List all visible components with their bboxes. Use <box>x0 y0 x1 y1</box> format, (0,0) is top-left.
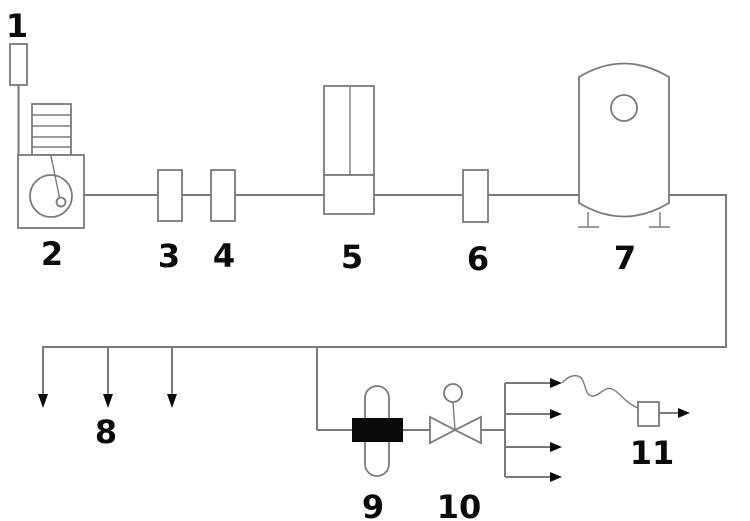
dryer-towers <box>323 85 375 176</box>
intake-rect <box>9 43 28 86</box>
label-8: 8 <box>95 413 117 451</box>
down-arrow-icon <box>103 394 113 408</box>
flexible-hose-line <box>561 374 639 409</box>
label-6: 6 <box>467 240 489 278</box>
label-7: 7 <box>614 239 636 277</box>
tank-manhole <box>610 94 638 122</box>
crank-pin <box>55 196 67 208</box>
label-3: 3 <box>158 237 180 275</box>
label-10: 10 <box>437 488 482 521</box>
flow-meter-float <box>352 418 403 442</box>
inline-unit-4-symbol <box>210 169 236 222</box>
right-arrow-icon <box>678 408 690 418</box>
valve-handwheel <box>443 383 463 403</box>
receiver-tank-symbol <box>578 62 670 228</box>
valve-symbol <box>429 383 482 445</box>
manifold-arrows <box>550 378 562 482</box>
valve-stem <box>452 401 456 431</box>
dryer-base <box>323 174 375 215</box>
component-labels: 1 2 3 4 5 6 7 8 9 10 11 <box>6 7 674 521</box>
dryer-symbol <box>323 85 375 215</box>
valve-body-right <box>452 415 482 445</box>
label-1: 1 <box>6 7 28 45</box>
label-2: 2 <box>41 235 63 273</box>
compressor-symbol <box>17 103 85 229</box>
down-arrow-icon <box>167 394 177 408</box>
down-arrow-icon <box>38 394 48 408</box>
label-9: 9 <box>362 488 384 521</box>
flow-meter-symbol <box>352 385 403 477</box>
end-device-box <box>637 401 660 427</box>
label-11: 11 <box>630 434 675 472</box>
right-arrow-icon <box>550 472 562 482</box>
label-5: 5 <box>341 238 363 276</box>
inline-unit-6-symbol <box>462 169 489 223</box>
inline-unit-3-symbol <box>157 169 183 222</box>
label-4: 4 <box>213 237 235 275</box>
right-arrow-icon <box>550 442 562 452</box>
right-arrow-icon <box>550 409 562 419</box>
crank-wheel <box>29 174 73 218</box>
tank-shell <box>578 62 670 218</box>
intake-symbol <box>9 43 28 86</box>
valve-body-left <box>429 415 457 445</box>
crank-rod <box>50 155 61 201</box>
end-device-symbol <box>637 401 690 427</box>
distribution-arrows <box>38 394 177 408</box>
right-arrow-icon <box>550 378 562 388</box>
